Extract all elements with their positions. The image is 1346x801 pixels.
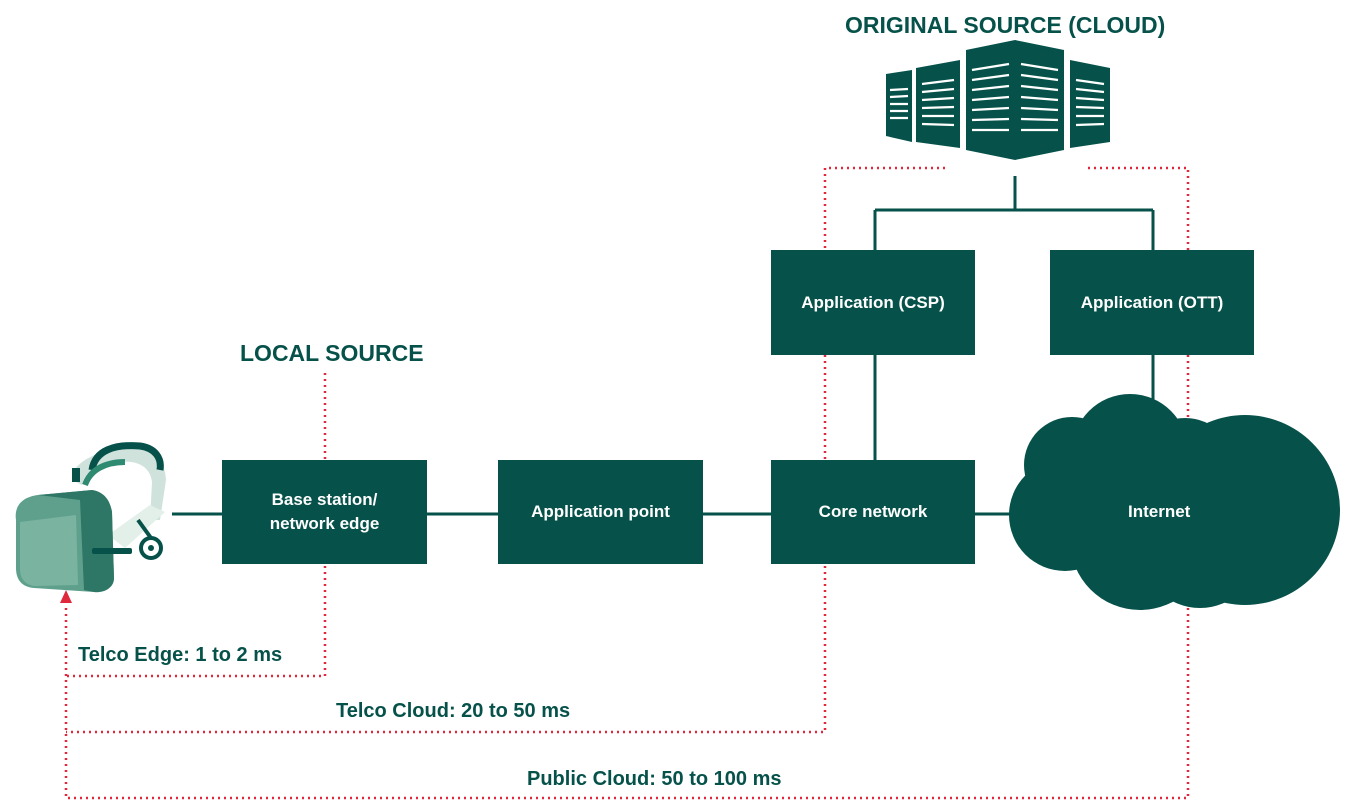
cloud-icon xyxy=(1009,394,1340,610)
telco-edge-path xyxy=(66,566,327,678)
telco-edge-latency: Telco Edge: 1 to 2 ms xyxy=(78,644,283,666)
application-point-node: Application point xyxy=(498,460,703,564)
latency-paths xyxy=(64,166,1190,800)
server-rack-icon xyxy=(886,40,1110,160)
public-cloud-latency: Public Cloud: 50 to 100 ms xyxy=(527,768,782,790)
original-source-heading: ORIGINAL SOURCE (CLOUD) xyxy=(845,12,1166,38)
vr-headset-icon xyxy=(15,442,166,593)
internet-node-label: Internet xyxy=(1128,502,1191,521)
connector-lines xyxy=(172,176,1155,516)
application-csp-node: Application (CSP) xyxy=(771,250,975,355)
telco-cloud-path xyxy=(66,566,827,734)
arrowhead-icon xyxy=(60,590,72,603)
telco-cloud-latency: Telco Cloud: 20 to 50 ms xyxy=(336,700,571,722)
local-source-heading: LOCAL SOURCE xyxy=(240,340,424,366)
application-ott-node: Application (OTT) xyxy=(1050,250,1254,355)
base-station-node: Base station/ network edge xyxy=(222,460,427,564)
public-cloud-path xyxy=(64,566,1190,800)
core-network-node: Core network xyxy=(771,460,975,564)
csp-left-path xyxy=(823,166,945,250)
